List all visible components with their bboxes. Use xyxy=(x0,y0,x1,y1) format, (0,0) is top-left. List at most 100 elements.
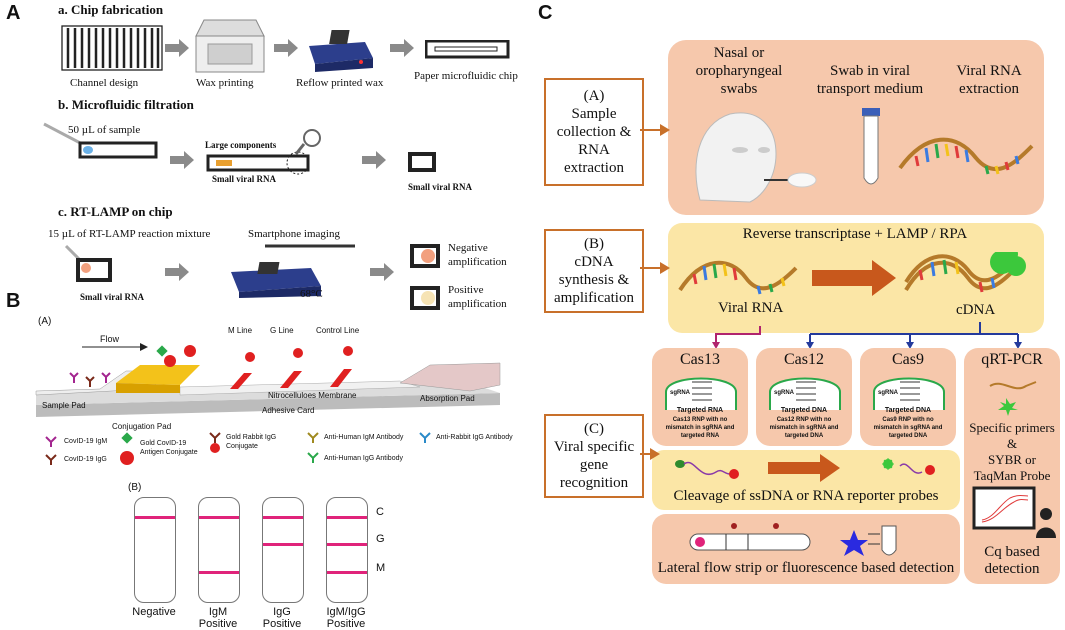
label-a-line: extraction xyxy=(564,160,624,176)
cas12-desc: Cas12 RNP with no mismatch in sgRNA and … xyxy=(756,416,852,440)
absorption-pad-label: Absorption Pad xyxy=(420,394,475,403)
m-line-label: M Line xyxy=(228,326,253,335)
panel-b-letter: B xyxy=(6,290,21,312)
arrow-icon xyxy=(370,263,394,281)
chip-fabrication-title: a. Chip fabrication xyxy=(58,2,164,17)
cas13-complex-icon xyxy=(665,377,737,410)
control-band xyxy=(135,516,175,519)
detection-tube-icon xyxy=(881,525,897,556)
sgrna-label: sgRNA xyxy=(774,390,795,396)
label-a-line: RNA xyxy=(578,142,610,158)
small-rna-label-3: Small viral RNA xyxy=(80,292,144,302)
m-band xyxy=(199,571,239,574)
cas9-desc-line: Cas9 RNP with no xyxy=(882,417,934,423)
anti-igm-icon xyxy=(307,432,319,443)
strip-igm-positive xyxy=(198,497,240,603)
m-line-label-b: M xyxy=(376,562,386,574)
label-b-line: cDNA xyxy=(574,254,614,270)
cas12-desc-line: targeted DNA xyxy=(784,433,824,439)
adhesive-card-label: Adhesive Card xyxy=(262,406,315,415)
flow-arrow-icon xyxy=(82,343,148,351)
hot-plate-icon xyxy=(309,30,373,72)
step-label-reflow: Reflow printed wax xyxy=(296,77,384,89)
legend-anti-igm: Anti-Human IgM Antibody xyxy=(324,434,404,441)
label-b-box: (B) cDNA synthesis & amplification xyxy=(544,229,644,313)
cas13-target: Targeted RNA xyxy=(676,407,724,414)
strip-label-igm-igg-positive: Positive xyxy=(326,618,366,630)
conjugation-pad-label: Conjugation Pad xyxy=(112,422,172,431)
wax-printer-icon xyxy=(195,19,265,73)
g-line-label: G Line xyxy=(270,326,294,335)
cas12-desc-line: mismatch in sgRNA and xyxy=(769,425,839,431)
temperature-label: 68°C xyxy=(300,288,323,300)
m-band xyxy=(327,571,367,574)
anti-igg-icon xyxy=(307,452,319,463)
negative-amp-label: amplification xyxy=(448,256,507,268)
cas13-desc-line: targeted RNA xyxy=(680,433,720,439)
igm-icon xyxy=(45,436,57,447)
strip-label-igm-positive: Positive xyxy=(198,618,238,630)
legend-igg: CovID-19 IgG xyxy=(64,456,107,463)
cas13-desc-line: Cas13 RNP with no xyxy=(672,417,728,423)
sample-volume-label: 50 µL of sample xyxy=(68,124,141,136)
cas9-desc-line: mismatch in sgRNA and xyxy=(873,425,943,431)
label-a-line: collection & xyxy=(556,124,632,140)
control-line-label: Control Line xyxy=(316,326,360,335)
filtration-chip-drawing xyxy=(206,129,321,175)
qrt-line: & xyxy=(1006,436,1018,451)
qrt-line: Specific primers xyxy=(969,420,1055,435)
anti-rabbit-icon xyxy=(419,432,431,443)
nasal-line: swabs xyxy=(720,81,758,97)
sgrna-label: sgRNA xyxy=(878,390,899,396)
negative-chip-icon xyxy=(410,244,440,268)
step-label-paper-chip: Paper microfluidic chip xyxy=(414,70,518,82)
cas13-title: Cas13 xyxy=(680,351,720,368)
channel-design-drawing xyxy=(61,25,163,71)
positive-label: Positive xyxy=(448,284,484,296)
lateral-flow-detection-drawing xyxy=(689,523,880,556)
lateral-flow-label: Lateral flow strip or fluorescence based… xyxy=(657,560,955,576)
strip-label-igg: IgG xyxy=(273,606,291,618)
legend-gold-antigen-1: Gold CovID-19 xyxy=(140,440,187,447)
label-c-box: (C) Viral specific gene recognition xyxy=(544,414,644,498)
negative-label: Negative xyxy=(448,242,488,254)
label-c-line: (C) xyxy=(584,421,604,437)
g-band xyxy=(327,543,367,546)
arrow-icon xyxy=(170,151,194,169)
pipette-chip-drawing xyxy=(43,122,158,159)
label-b-line: amplification xyxy=(554,290,634,306)
strip-label-igg-positive: Positive xyxy=(262,618,302,630)
cas12-desc-line: Cas12 RNP with no xyxy=(776,417,832,423)
label-a-line: Sample xyxy=(571,106,617,122)
label-c-line: recognition xyxy=(559,475,629,491)
strip-igg-positive xyxy=(262,497,304,603)
reporter-probe-cleavage-drawing xyxy=(675,454,935,482)
igg-icon xyxy=(45,454,57,465)
legend-gold-rabbit-2: Conjugate xyxy=(226,443,258,450)
cas13-desc-line: mismatch in sgRNA and xyxy=(665,425,735,431)
paper-chip-icon xyxy=(425,40,510,59)
swab-line: Swab in viral xyxy=(830,63,910,79)
cdna-label: cDNA xyxy=(956,302,996,318)
legend-gold-rabbit-1: Gold Rabbit IgG xyxy=(226,434,277,441)
lateral-flow-strip-drawing xyxy=(35,345,501,417)
sub-a-label: (A) xyxy=(38,316,52,327)
arrow-icon xyxy=(165,263,189,281)
sgrna-label: sgRNA xyxy=(670,390,691,396)
cq-detection-text: Cq based detection xyxy=(964,544,1060,578)
cas12-complex-icon xyxy=(769,377,841,410)
legend-anti-igg: Anti-Human IgG Antibody xyxy=(324,455,403,462)
strip-label-igm: IgM xyxy=(208,606,228,618)
cas9-target: Targeted DNA xyxy=(884,407,932,414)
arrow-icon xyxy=(165,39,189,57)
cas9-desc: Cas9 RNP with no mismatch in sgRNA and t… xyxy=(860,416,956,440)
head-swab-icon xyxy=(695,112,817,203)
rt-lamp-rpa-title: Reverse transcriptase + LAMP / RPA xyxy=(742,226,968,242)
label-c-line: Viral specific xyxy=(553,439,635,455)
positive-chip-icon xyxy=(410,286,440,310)
rna-to-cdna-drawing xyxy=(678,252,1026,296)
connector-arrow-icon xyxy=(640,262,670,274)
rna-extraction-label: Viral RNA extraction xyxy=(944,62,1034,98)
rna-strand-icon xyxy=(898,137,1034,175)
control-band xyxy=(327,516,367,519)
